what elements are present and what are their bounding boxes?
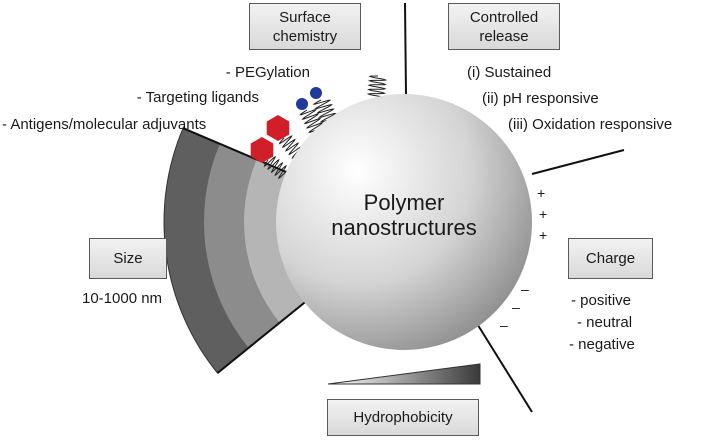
size-range: 10-1000 nm — [82, 290, 163, 307]
divider-right — [531, 149, 625, 175]
charge-item-negative: - negative — [569, 336, 635, 353]
release-item-sustained: (i) Sustained — [467, 64, 552, 81]
charge-item-positive: - positive — [571, 292, 632, 309]
polymer-chain — [312, 99, 339, 123]
plus-sign-1: + — [537, 185, 546, 201]
plus-sign-2: + — [539, 206, 548, 222]
minus-sign-2: – — [512, 299, 520, 315]
center-label: Polymer nanostructures — [330, 190, 478, 240]
hydrophobicity-gradient-wedge — [327, 363, 481, 385]
ligand-dot-1 — [296, 98, 308, 110]
polymer-chain — [278, 135, 306, 159]
surface-item-antigens: - Antigens/molecular adjuvants — [2, 116, 207, 133]
charge-box: Charge — [568, 238, 653, 279]
antigen-hexagon-2 — [250, 137, 274, 163]
hydrophobicity-label: Hydrophobicity — [353, 409, 453, 426]
release-item-ph-responsive: (ii) pH responsive — [482, 90, 599, 107]
surface-chemistry-line1: Surface — [279, 8, 331, 26]
hydrophobicity-box: Hydrophobicity — [327, 399, 479, 436]
size-box: Size — [89, 238, 167, 279]
polymer-chain — [299, 109, 326, 133]
divider-bottom-right — [475, 321, 533, 413]
size-label: Size — [113, 250, 143, 267]
plus-sign-3: + — [539, 227, 548, 243]
surface-chemistry-line2: chemistry — [272, 27, 338, 45]
nanostructure-sphere — [276, 94, 532, 350]
charge-label: Charge — [585, 250, 636, 267]
minus-sign-1: – — [521, 281, 529, 297]
center-label-line1: Polymer — [363, 190, 445, 215]
antigen-hexagon-1 — [266, 115, 290, 141]
polymer-chains — [263, 75, 388, 180]
controlled-release-line1: Controlled — [469, 8, 539, 26]
divider-top — [404, 2, 407, 96]
surface-item-targeting-ligands: - Targeting ligands — [136, 89, 259, 106]
ligand-dot-2 — [310, 87, 322, 99]
center-label-line2: nanostructures — [331, 215, 477, 240]
surface-item-pegylation: - PEGylation — [225, 64, 310, 81]
controlled-release-line2: release — [479, 27, 529, 45]
polymer-chain — [366, 75, 388, 99]
release-item-oxidation-responsive: (iii) Oxidation responsive — [508, 116, 673, 133]
charge-item-neutral: - neutral — [577, 314, 633, 331]
polymer-chain — [263, 155, 291, 180]
minus-sign-3: – — [500, 317, 508, 333]
